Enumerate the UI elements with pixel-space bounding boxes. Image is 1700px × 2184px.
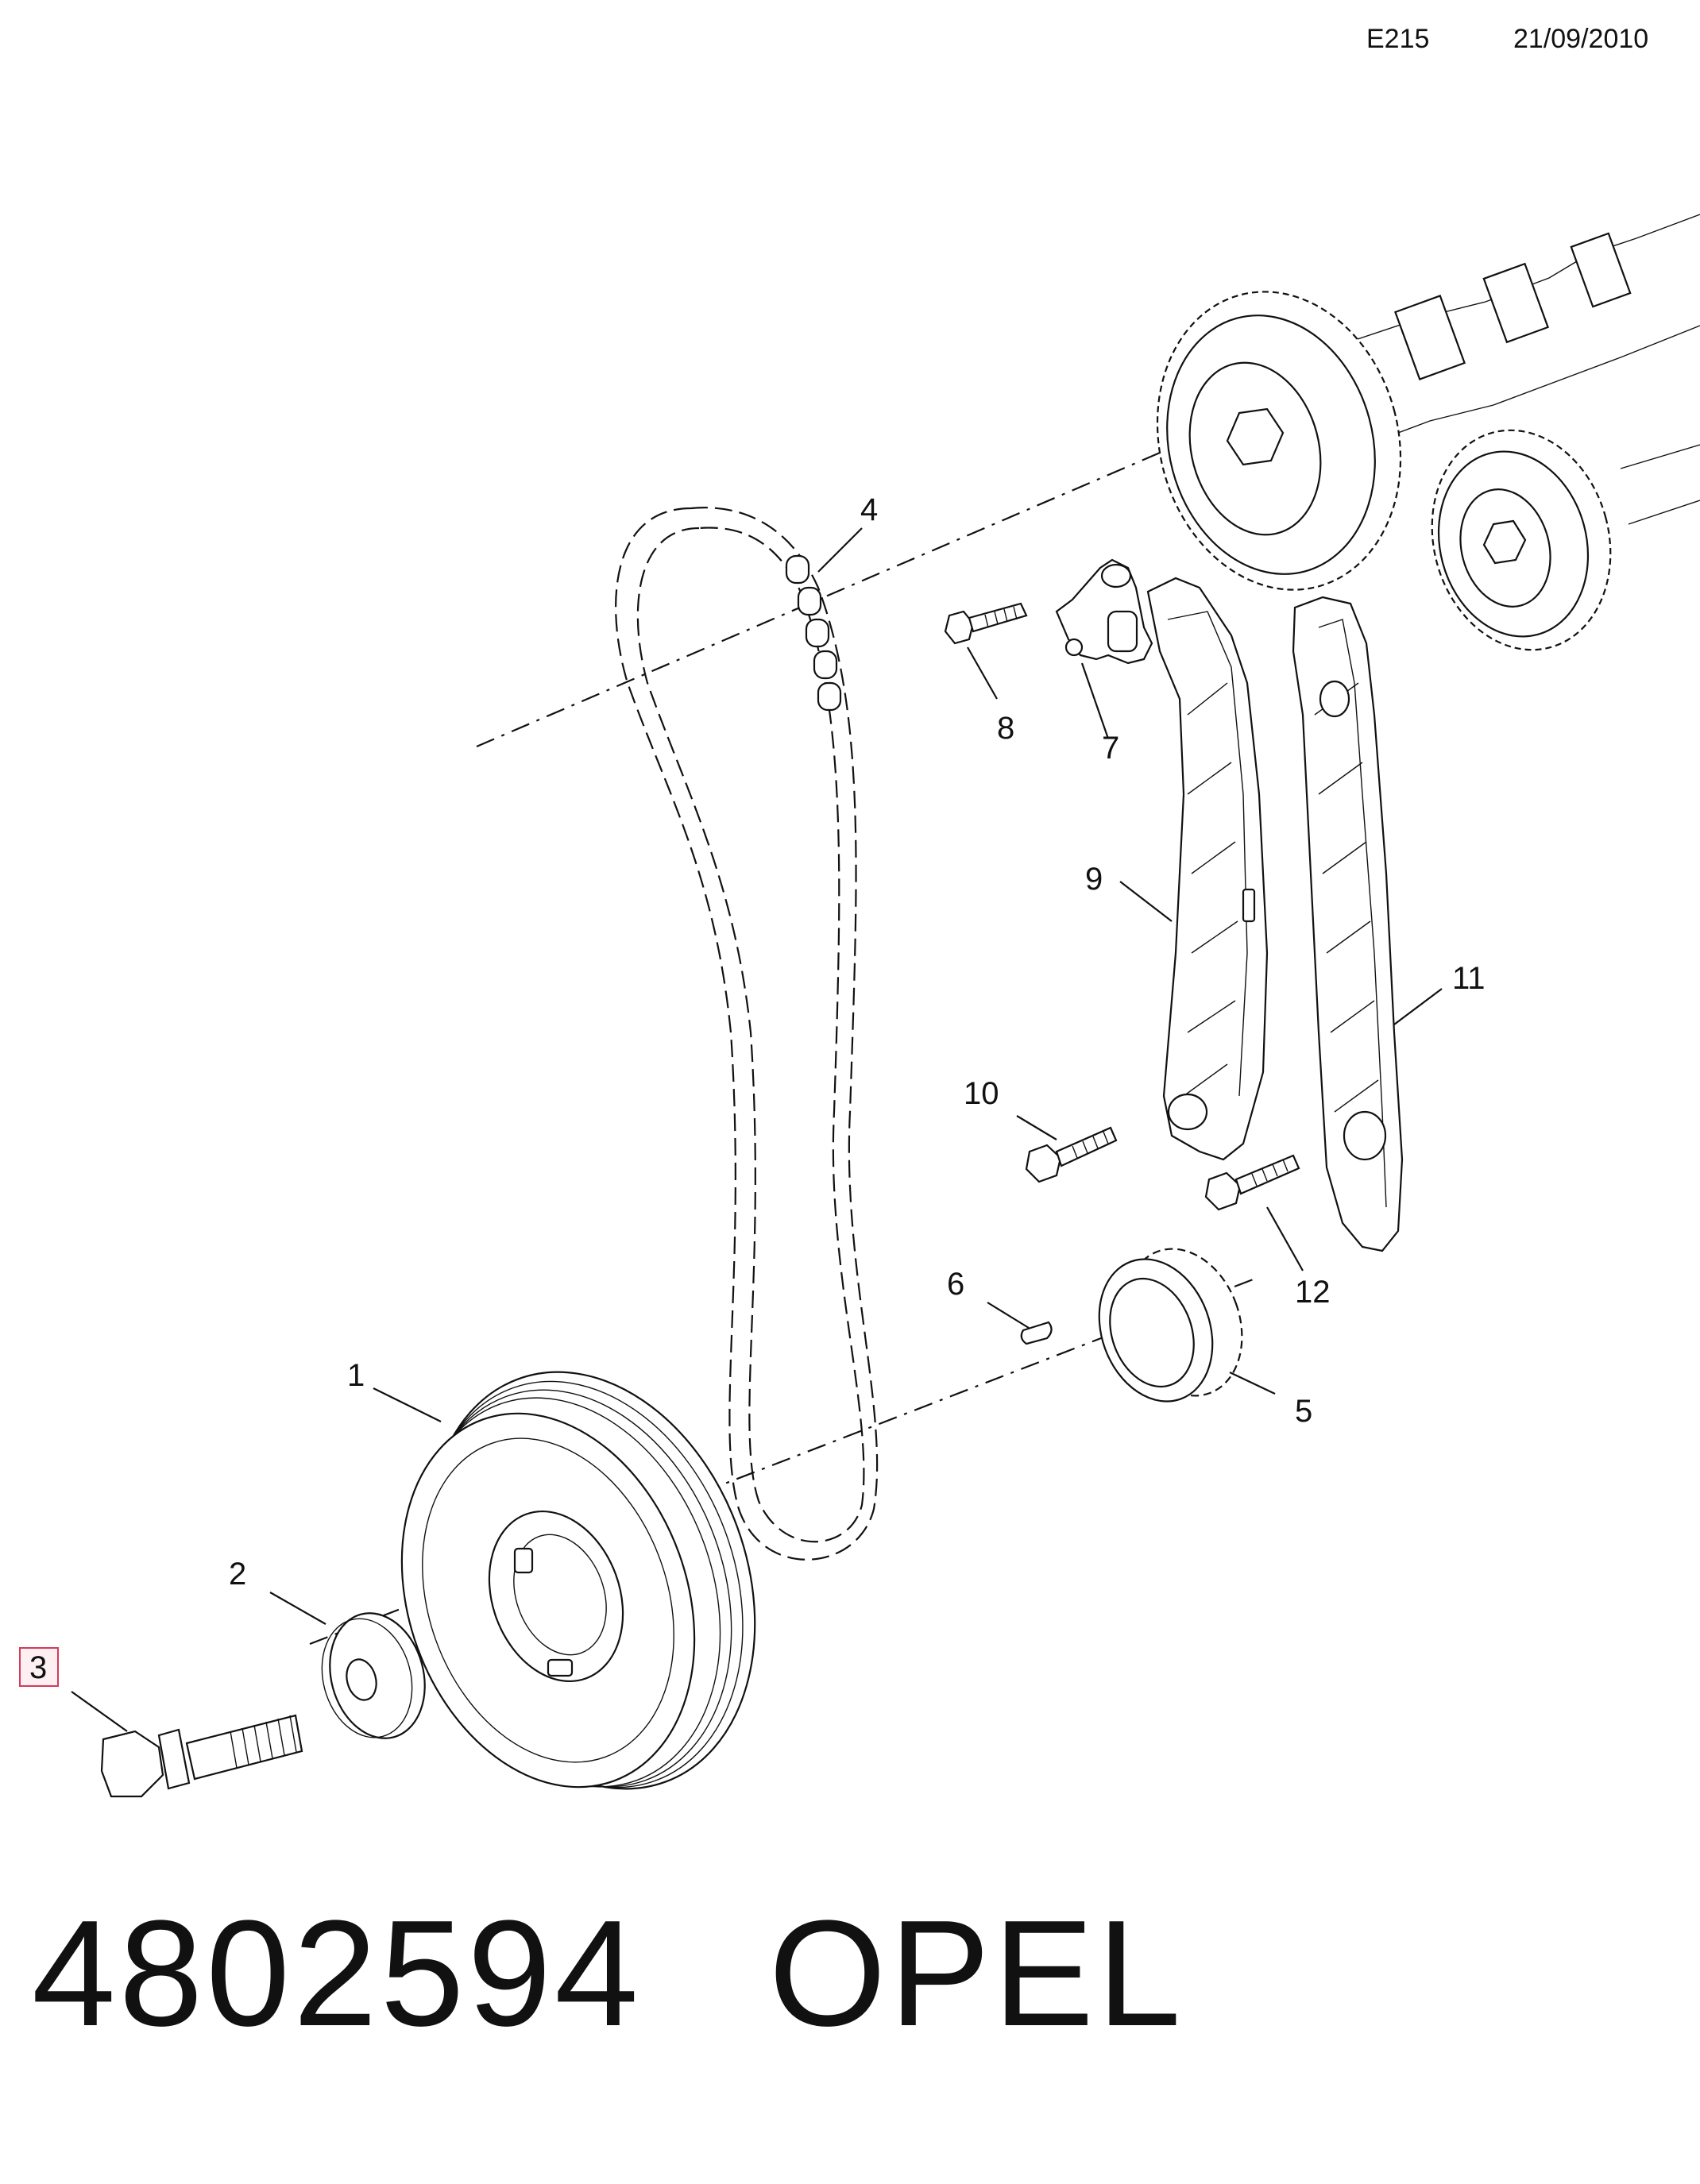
camshaft-sprocket-intake[interactable] [1408,410,1700,669]
callout-6[interactable]: 6 [947,1267,964,1302]
chain-link-detail [785,554,842,712]
callout-11[interactable]: 11 [1452,961,1486,996]
chain-tensioner[interactable] [1055,558,1153,665]
diagram-date: 21/09/2010 [1513,24,1649,54]
callout-9[interactable]: 9 [1085,862,1103,897]
callout-1[interactable]: 1 [347,1358,365,1393]
pulley-bolt[interactable] [100,1714,303,1798]
callout-10[interactable]: 10 [964,1076,999,1111]
pulley-washer[interactable] [309,1603,439,1750]
part-number: 4802594 [32,1889,642,2058]
crankshaft-sprocket[interactable] [1080,1233,1262,1418]
highlight-box [19,1647,59,1687]
leader-lines [71,527,1443,1732]
tensioner-guide-rail[interactable] [1146,577,1269,1161]
timing-chain[interactable] [615,507,879,1561]
callout-4[interactable]: 4 [860,492,878,527]
callout-5[interactable]: 5 [1295,1394,1312,1429]
callout-8[interactable]: 8 [997,711,1014,746]
camshaft-sprocket-exhaust[interactable] [1125,214,1700,617]
callout-2[interactable]: 2 [229,1557,246,1592]
crankshaft-pulley[interactable] [352,1326,811,1835]
diagram-code: E215 [1366,24,1430,54]
fixed-guide-rail[interactable] [1292,596,1404,1252]
guide-rail-bolt-12[interactable] [1204,1154,1300,1211]
sprocket-bolt-head [1226,407,1285,466]
guide-rail-bolt-10[interactable] [1025,1126,1118,1183]
woodruff-key[interactable] [1020,1321,1053,1345]
callout-12[interactable]: 12 [1295,1275,1331,1310]
brand-name: OPEL [768,1889,1184,2058]
callout-7[interactable]: 7 [1102,731,1119,766]
callout-3[interactable]: 3 [29,1650,47,1685]
tensioner-bolt[interactable] [944,602,1028,645]
